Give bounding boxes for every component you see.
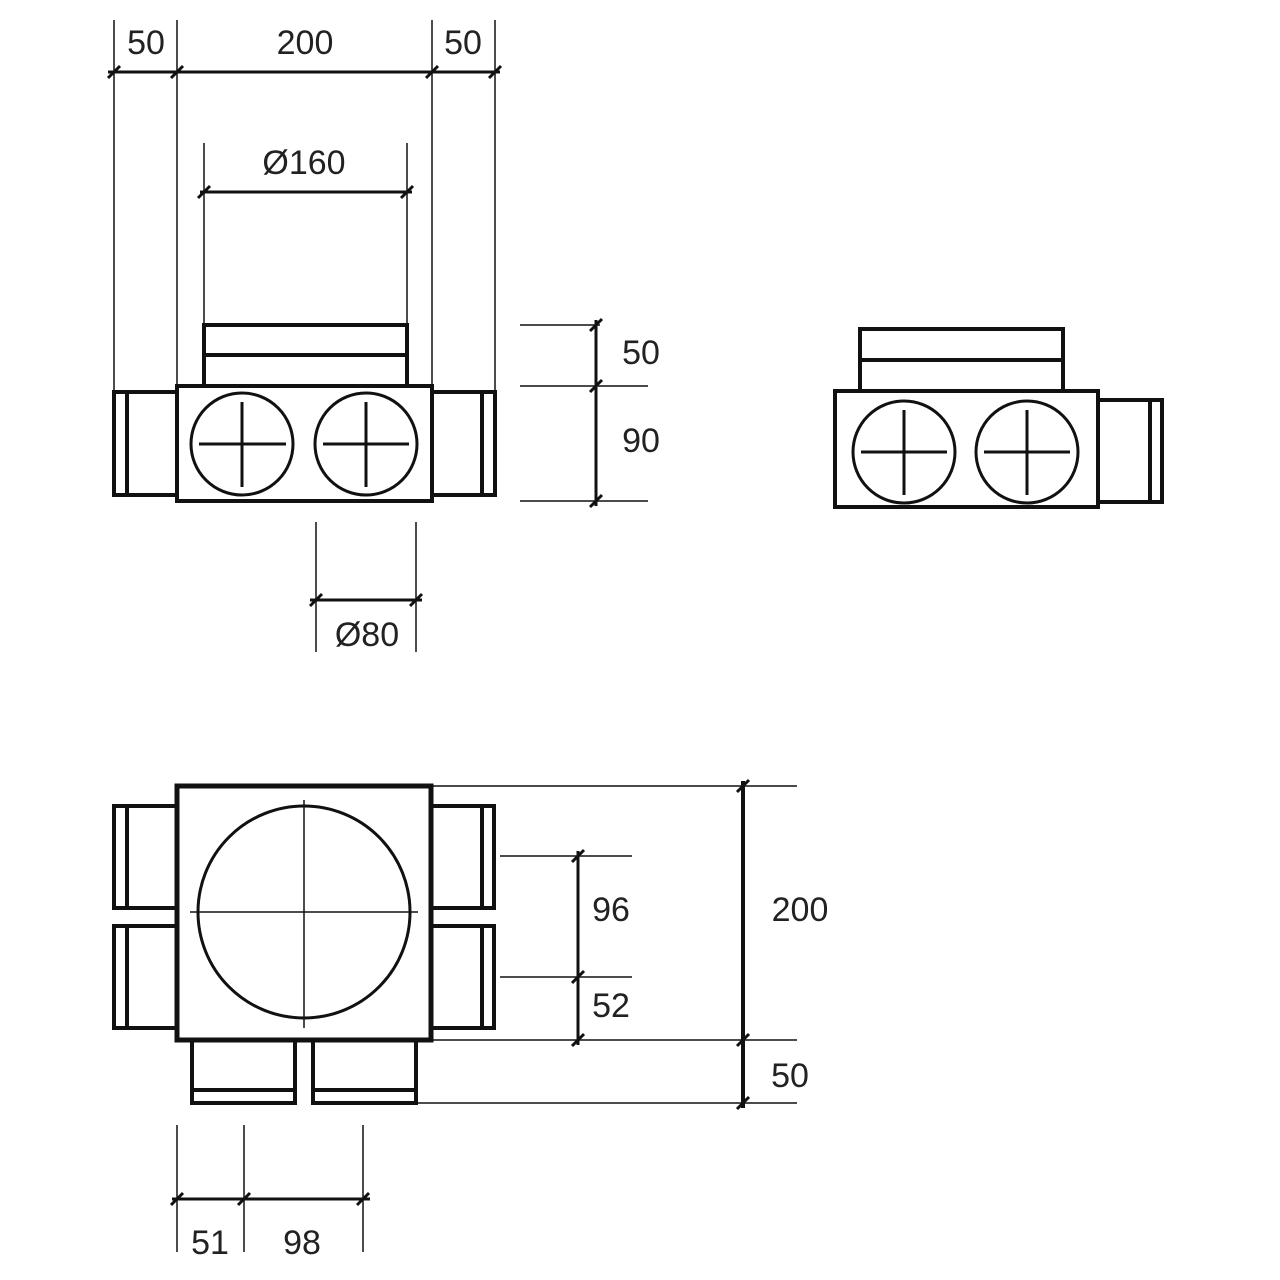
port-circle [189,391,295,497]
port-circle [851,399,957,505]
dim-label-plan-200: 200 [772,891,829,929]
plan-bottom-dimensions: 51 98 [169,1125,371,1262]
dim-label-52: 52 [592,987,630,1025]
plan-right-dimensions: 96 52 200 50 [416,778,829,1111]
front-extension-lines [113,20,496,391]
dim-label-right-50: 50 [444,24,482,62]
dim-label-51: 51 [191,1224,229,1262]
width-dimension: 50 200 50 [106,24,503,80]
dim-label-plan-50: 50 [771,1057,809,1095]
front-view: 50 200 50 Ø160 [106,20,660,654]
dim-label-200: 200 [277,24,334,62]
side-view [833,327,1164,509]
dim-label-d160: Ø160 [262,144,345,182]
diameter-80-dimension: Ø80 [308,522,424,654]
port-circle [974,399,1080,505]
dim-label-98: 98 [283,1224,321,1262]
dim-label-d80: Ø80 [335,616,399,654]
dim-label-body-90: 90 [622,422,660,460]
plan-view [112,783,496,1105]
front-body [112,323,497,503]
diameter-160-dimension: Ø160 [196,144,415,200]
port-circle [313,391,419,497]
dim-label-left-50: 50 [127,24,165,62]
height-dimension: 50 90 [520,317,660,509]
dim-label-collar-50: 50 [622,334,660,372]
dim-label-96: 96 [592,891,630,929]
